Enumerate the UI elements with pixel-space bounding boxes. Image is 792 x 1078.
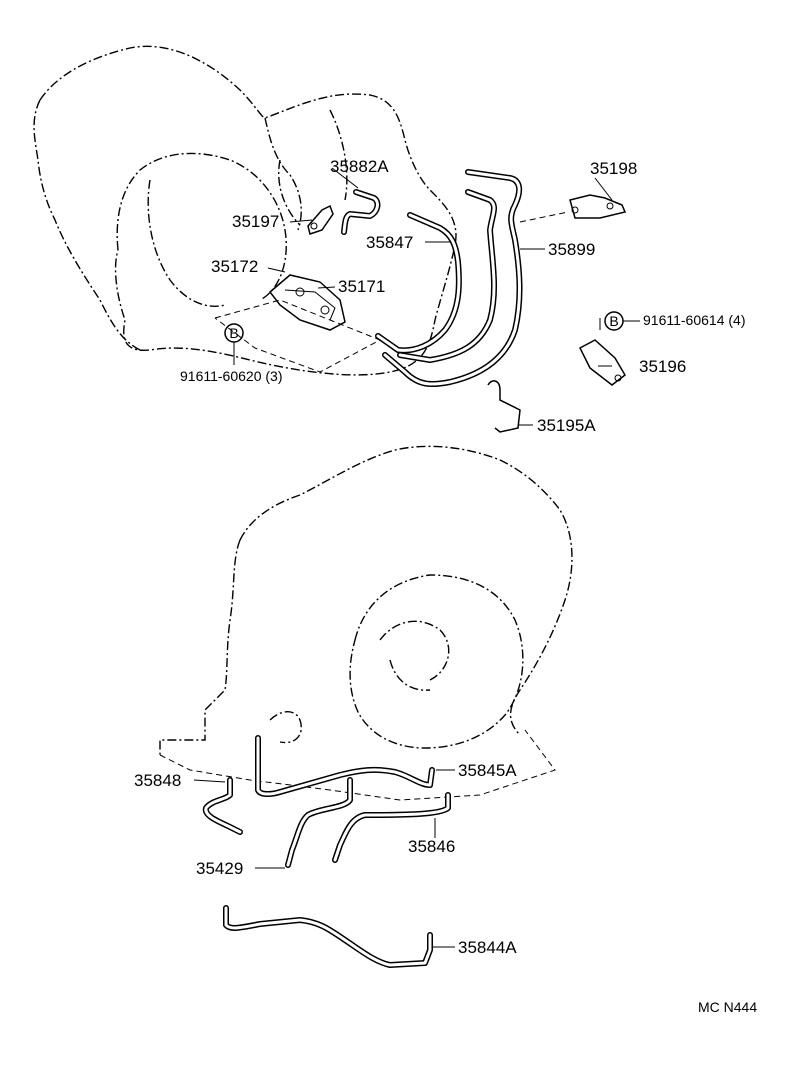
upper-transaxle-housing	[33, 45, 457, 376]
bolt-b-1: B	[224, 323, 244, 365]
label-91611-60620: 91611-60620 (3)	[180, 368, 282, 384]
bolt-b-2: B	[599, 311, 640, 331]
label-35844a: 35844A	[458, 938, 517, 957]
pipe-35846	[332, 792, 451, 863]
label-35848: 35848	[134, 771, 181, 790]
bracket-35195a	[487, 380, 521, 433]
pipe-35429	[285, 777, 353, 868]
clamp-35197	[307, 204, 334, 235]
bolt-b-2-letter: B	[609, 313, 618, 329]
label-35195a: 35195A	[537, 416, 596, 435]
label-35845a: 35845A	[458, 761, 517, 780]
label-35198: 35198	[590, 159, 637, 178]
label-35882a: 35882A	[330, 157, 389, 176]
bracket-35198	[569, 194, 627, 219]
pipe-35845a	[255, 735, 435, 798]
figure-code: MC N444	[698, 999, 757, 1015]
label-35171: 35171	[338, 277, 385, 296]
bracket-35198-dash	[519, 211, 569, 223]
label-35172: 35172	[211, 257, 258, 276]
pipe-35882a	[341, 189, 381, 235]
mount-area-outline	[214, 299, 382, 373]
pipe-35847	[375, 212, 462, 354]
label-35197: 35197	[232, 212, 279, 231]
label-35847: 35847	[366, 233, 413, 252]
label-35846: 35846	[408, 837, 455, 856]
bracket-35196	[579, 339, 626, 386]
lower-transaxle-housing	[159, 445, 573, 801]
pipe-35844a	[223, 905, 433, 968]
label-35899: 35899	[548, 240, 595, 259]
label-91611-60614: 91611-60614 (4)	[643, 312, 745, 328]
label-35429: 35429	[196, 859, 243, 878]
label-35196: 35196	[639, 357, 686, 376]
pipe-35848	[202, 777, 243, 835]
cover-35171	[268, 274, 346, 331]
pipe-35899	[382, 169, 523, 388]
bolt-b-1-letter: B	[229, 325, 238, 341]
